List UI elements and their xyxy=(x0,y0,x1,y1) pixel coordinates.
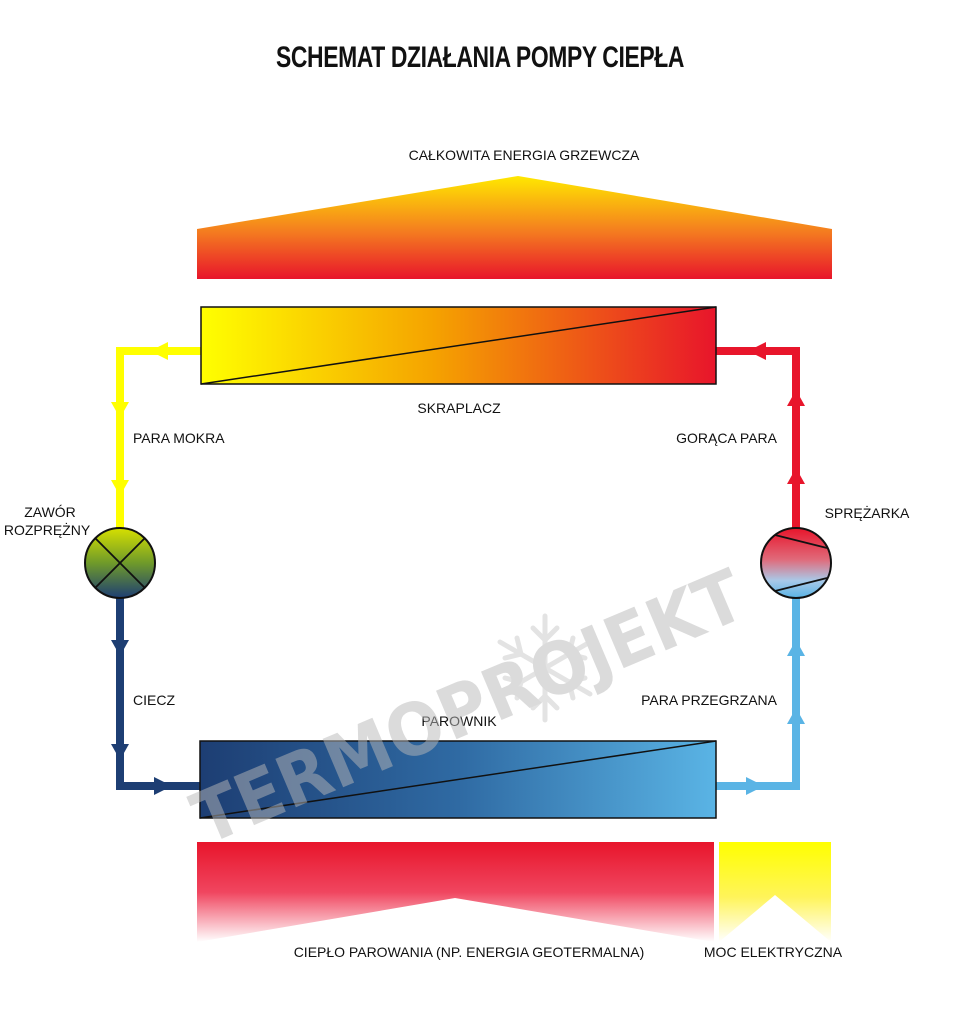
wet-steam-pipe xyxy=(116,347,201,528)
arrow-up-icon xyxy=(787,390,805,406)
arrow-down-icon xyxy=(111,744,129,760)
arrow-up-icon xyxy=(787,708,805,724)
arrow-right-icon xyxy=(154,777,172,795)
evaporation-heat-notch xyxy=(197,898,714,942)
arrow-up-icon xyxy=(787,640,805,656)
total-energy-band xyxy=(197,176,832,279)
electric-power-label: MOC ELEKTRYCZNA xyxy=(704,944,843,960)
compressor-label: SPRĘŻARKA xyxy=(825,504,910,521)
arrow-up-icon xyxy=(787,468,805,484)
arrow-down-icon xyxy=(111,640,129,656)
snowflake-icon xyxy=(497,613,593,723)
electric-power-notch xyxy=(719,895,831,942)
superheated-pipe xyxy=(716,597,800,790)
wet-steam-label: PARA MOKRA xyxy=(133,430,225,446)
arrow-right-icon xyxy=(746,777,764,795)
arrow-left-icon xyxy=(748,342,766,360)
liquid-pipe xyxy=(116,597,200,790)
arrow-down-icon xyxy=(111,480,129,496)
valve-label-line2: ROZPRĘŻNY xyxy=(4,521,91,538)
total-energy-label: CAŁKOWITA ENERGIA GRZEWCZA xyxy=(409,147,640,163)
arrow-left-icon xyxy=(150,342,168,360)
valve-label-line1: ZAWÓR xyxy=(24,504,76,520)
evaporator-label: PAROWNIK xyxy=(421,713,497,729)
condenser xyxy=(200,306,717,385)
page-title: SCHEMAT DZIAŁANIA POMPY CIEPŁA xyxy=(276,41,684,74)
condenser-label: SKRAPLACZ xyxy=(417,400,501,416)
hot-steam-label: GORĄCA PARA xyxy=(676,430,778,446)
expansion-valve-icon xyxy=(84,527,156,599)
evaporation-heat-label: CIEPŁO PAROWANIA (NP. ENERGIA GEOTERMALN… xyxy=(294,944,645,960)
compressor-icon xyxy=(760,527,832,599)
evaporator xyxy=(199,740,717,819)
arrow-down-icon xyxy=(111,402,129,418)
liquid-label: CIECZ xyxy=(133,692,175,708)
superheated-label: PARA PRZEGRZANA xyxy=(641,692,778,708)
